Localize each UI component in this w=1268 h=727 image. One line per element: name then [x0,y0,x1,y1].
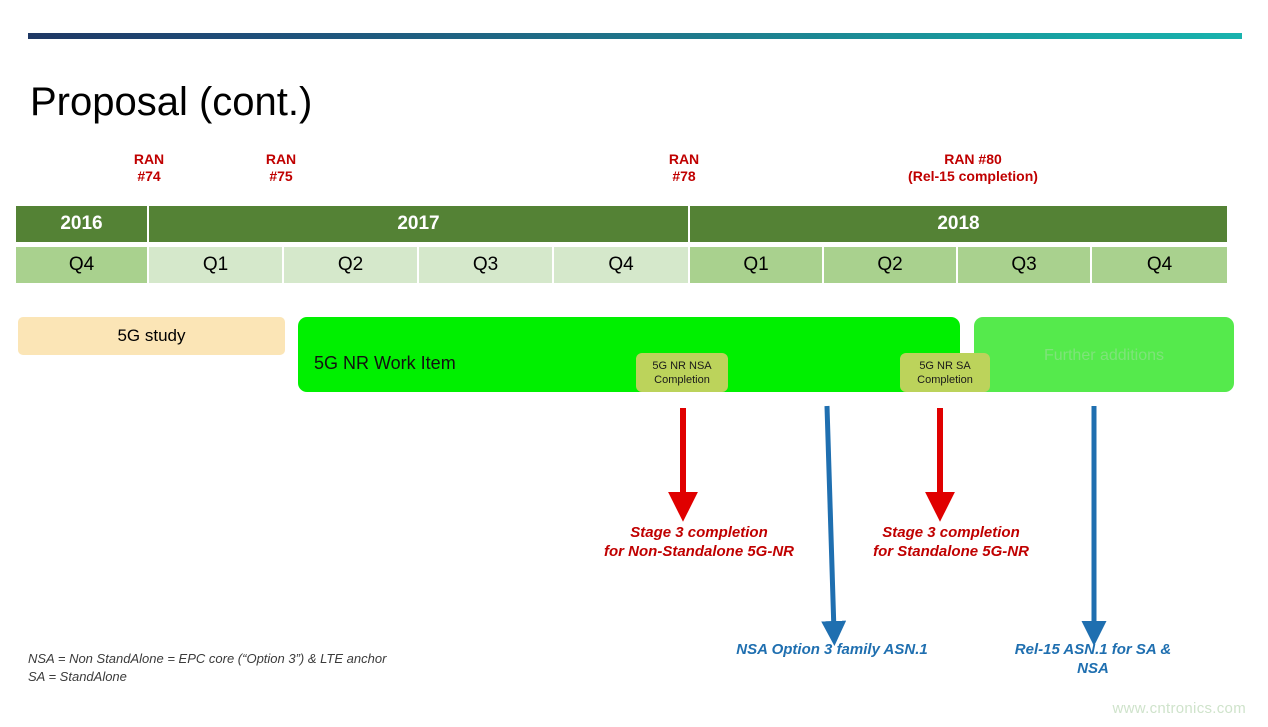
nsa-completion-chip[interactable]: 5G NR NSA Completion [636,353,728,392]
rel15-asn1-callout: Rel-15 ASN.1 for SA & NSA [1014,641,1172,677]
site-watermark: www.cntronics.com [1112,700,1246,717]
bar-further-additions[interactable]: Further additions [974,317,1234,392]
bar-5g-study[interactable]: 5G study [18,317,285,355]
bar-further-additions-label: Further additions [1043,347,1165,364]
bar-5g-study-label: 5G study [117,326,186,345]
legend-footnote: NSA = Non StandAlone = EPC core (“Option… [28,651,387,684]
timeline-quarter-2017-Q4: Q4 [554,247,690,283]
timeline-quarter-2018-Q4: Q4 [1092,247,1227,283]
timeline-quarter-2018-Q2: Q2 [824,247,958,283]
ran-label-ran-80: RAN #80 (Rel-15 completion) [908,151,1038,184]
timeline-quarter-2018-Q3: Q3 [958,247,1092,283]
timeline-year-2017: 2017 [149,206,690,242]
bar-5g-nr-work-item-label: 5G NR Work Item [314,353,456,373]
page-title: Proposal (cont.) [30,80,313,124]
ran-label-ran-75: RAN #75 [265,151,297,184]
timeline-quarter-2017-Q3: Q3 [419,247,554,283]
timeline-year-2016: 2016 [16,206,149,242]
nsa-option3-asn1-callout: NSA Option 3 family ASN.1 [736,641,928,658]
timeline-year-2018: 2018 [690,206,1227,242]
sa-completion-chip[interactable]: 5G NR SA Completion [900,353,990,392]
timeline-quarter-2018-Q1: Q1 [690,247,824,283]
blue-arrow-nsa-asn1 [821,405,847,646]
ran-label-ran-74: RAN #74 [133,151,165,184]
bar-5g-nr-work-item[interactable]: 5G NR Work Item [298,317,960,392]
timeline-quarter-2017-Q2: Q2 [284,247,419,283]
top-accent-rule [28,33,1242,39]
timeline-quarter-2017-Q1: Q1 [149,247,284,283]
stage3-nsa-callout: Stage 3 completion for Non-Standalone 5G… [604,524,794,560]
timeline-quarter-2016-Q4: Q4 [16,247,149,283]
stage3-sa-callout: Stage 3 completion for Standalone 5G-NR [873,524,1029,560]
ran-label-ran-78: RAN #78 [668,151,700,184]
